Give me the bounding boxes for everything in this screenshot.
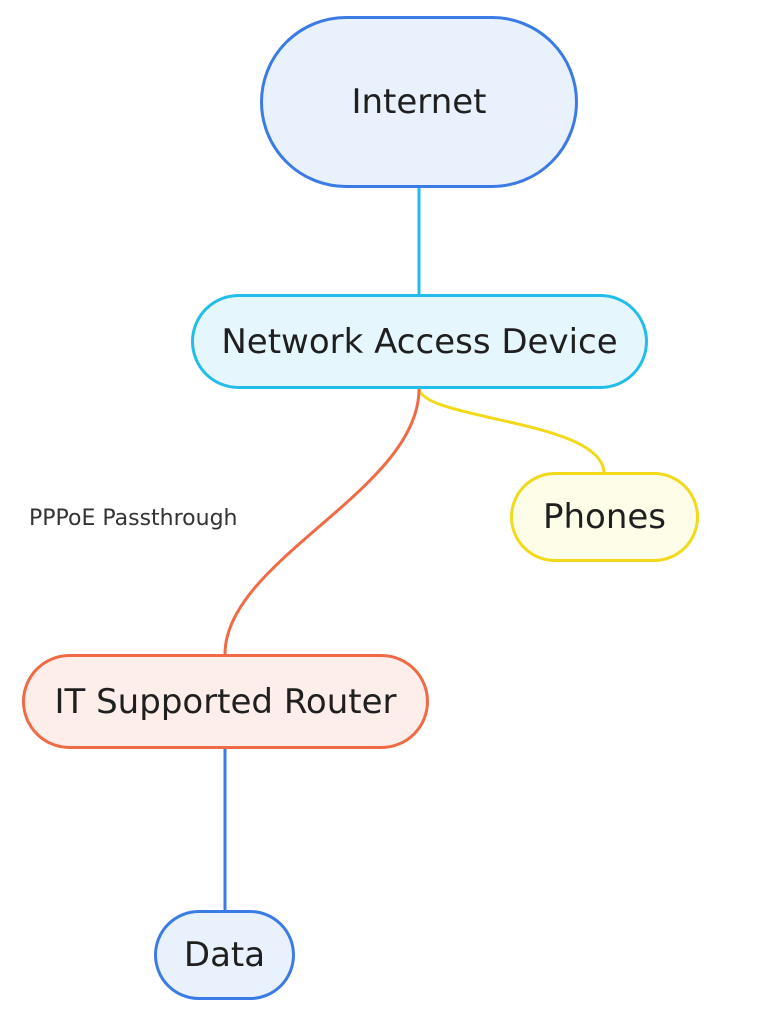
edge-nad-phones [417, 388, 606, 473]
node-internet[interactable]: Internet [260, 16, 578, 188]
node-it-supported-router[interactable]: IT Supported Router [22, 654, 429, 749]
node-label: Network Access Device [221, 321, 618, 362]
node-data[interactable]: Data [154, 910, 295, 1000]
node-label: IT Supported Router [54, 681, 397, 722]
edge-nad-router [223, 388, 421, 655]
node-label: Internet [351, 82, 487, 122]
node-label: Phones [542, 497, 667, 537]
node-label: Data [183, 935, 266, 975]
edge-label-pppoe: PPPoE Passthrough [29, 506, 238, 531]
node-phones[interactable]: Phones [510, 472, 699, 562]
node-network-access-device[interactable]: Network Access Device [191, 294, 648, 389]
